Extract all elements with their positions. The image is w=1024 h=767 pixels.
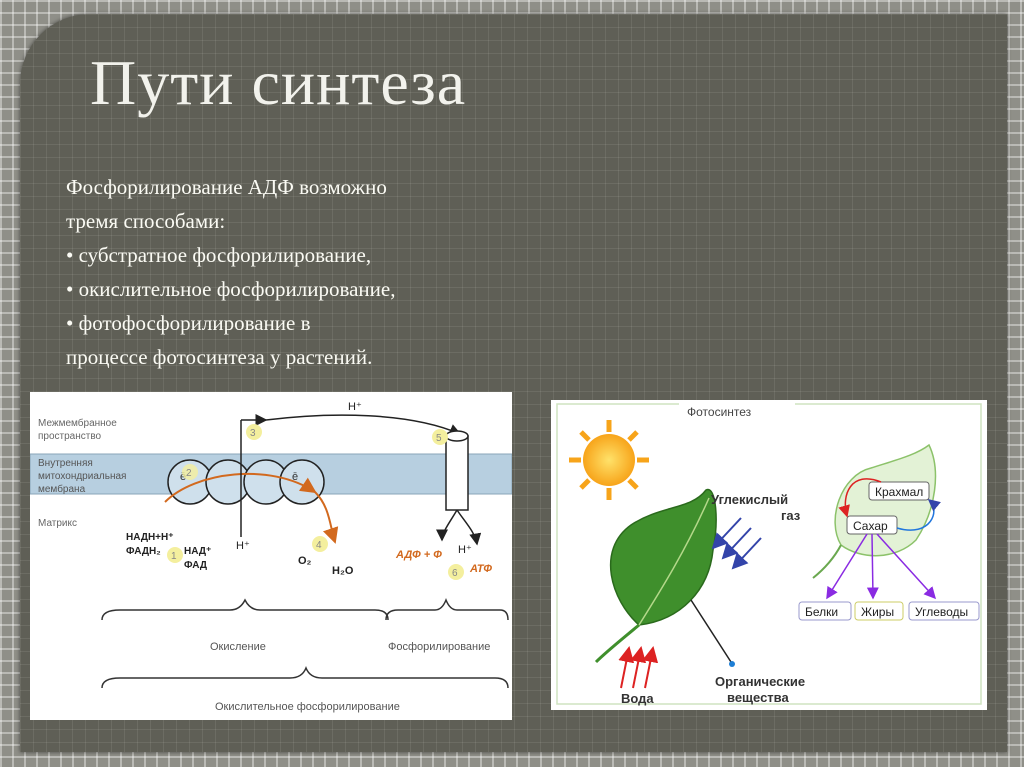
slide-title: Пути синтеза: [90, 47, 467, 118]
inner-membrane-label: Внутренняя: [38, 458, 93, 469]
h-mid-label: H⁺: [236, 540, 250, 552]
step-marker: [432, 429, 448, 445]
organic-dot: [729, 661, 735, 667]
electron-to-oxygen-arrow: [314, 491, 339, 544]
product-arrow: [826, 533, 868, 600]
text-line: • окислительное фосфорилирование,: [66, 277, 396, 301]
step-marker: [312, 536, 328, 552]
atp-synthase-arrow: [456, 509, 482, 546]
adp-label: АДФ + Ф: [395, 549, 442, 561]
carrier-circle: [279, 459, 325, 505]
slide-text: Фосфорилирование АДФ возможно тремя спос…: [66, 170, 395, 374]
text-line: процессе фотосинтеза у растений.: [66, 345, 373, 369]
electron-label: ē: [292, 471, 298, 483]
sugar-label: Сахар: [853, 519, 888, 533]
photosynthesis-svg: Фотосинтез Углекислый газ Вода: [556, 402, 982, 706]
text-line: • фотофосфорилирование в: [66, 311, 311, 335]
oxidation-brace: [101, 598, 389, 621]
atp-synthase-arrow: [436, 509, 458, 542]
step-marker: [182, 464, 198, 480]
oxidative-phosphorylation-brace: [101, 665, 509, 689]
phosphorylation-label: Фосфорилирование: [388, 641, 490, 653]
product-box: [908, 601, 980, 621]
organic-pointer: [690, 599, 732, 663]
step-number: 4: [316, 540, 322, 551]
water-arrow: [618, 646, 635, 689]
electron-flow-arrow: [164, 472, 317, 503]
starch-label: Крахмал: [875, 485, 923, 499]
product-label: Углеводы: [915, 605, 968, 619]
leaf-icon: [594, 489, 717, 664]
co2-arrow: [721, 527, 752, 560]
product-arrow: [876, 533, 937, 600]
co2-arrow: [711, 517, 742, 550]
phosphorylation-brace: [385, 597, 509, 621]
title-backing: [679, 402, 795, 420]
text-line: тремя способами:: [66, 209, 226, 233]
electron-label: ē: [180, 471, 186, 483]
product-arrow: [866, 533, 879, 600]
fad-label: ФАД: [184, 560, 207, 571]
step-number: 2: [186, 468, 192, 479]
co2-arrow: [731, 537, 762, 570]
intermembrane-label: пространство: [38, 431, 102, 442]
water-label: Вода: [621, 691, 654, 706]
organic-label: вещества: [727, 690, 789, 705]
co2-label: Углекислый: [711, 492, 788, 507]
atp-label: АТФ: [469, 563, 492, 575]
step-number: 5: [436, 433, 442, 444]
starch-box: [868, 481, 930, 501]
product-label: Жиры: [861, 605, 894, 619]
proton-return-arrow: [265, 414, 462, 436]
step-number: 6: [452, 568, 458, 579]
text-line: • субстратное фосфорилирование,: [66, 243, 372, 267]
product-label: Белки: [805, 605, 838, 619]
oxidative-phosphorylation-diagram: Межмембранное пространство Внутренняя ми…: [30, 392, 512, 720]
step-marker: [246, 424, 262, 440]
oxidation-label: Окисление: [210, 641, 266, 653]
matrix-label: Матрикс: [38, 518, 77, 529]
text-line: Фосфорилирование АДФ возможно: [66, 175, 387, 199]
sugar-to-starch-arrow: [896, 499, 941, 531]
step-marker: [448, 564, 464, 580]
starch-to-sugar-arrow: [838, 478, 882, 518]
small-leaf-icon: [812, 443, 937, 579]
h2o-label: H₂O: [332, 565, 354, 577]
atp-synthase-top: [445, 430, 469, 442]
photosynthesis-title: Фотосинтез: [687, 405, 752, 419]
organic-label: Органические: [715, 674, 805, 689]
o2-label: O₂: [298, 555, 312, 567]
sun-icon: [569, 420, 649, 500]
water-arrow: [630, 646, 647, 689]
nadh-label: НАДН+Н⁺: [126, 532, 174, 543]
co2-label: газ: [781, 508, 801, 523]
inner-membrane-label: митохондриальная: [38, 471, 126, 482]
photosynthesis-diagram: Фотосинтез Углекислый газ Вода: [551, 400, 987, 710]
oxidative-phosphorylation-svg: Межмембранное пространство Внутренняя ми…: [30, 401, 512, 713]
step-number: 3: [250, 428, 256, 439]
h-right-label: H⁺: [458, 544, 472, 556]
product-box: [854, 601, 904, 621]
water-arrow: [642, 646, 659, 689]
intermembrane-label: Межмембранное: [38, 417, 117, 429]
product-box: [798, 601, 852, 621]
step-number: 1: [171, 551, 177, 562]
nad-label: НАД⁺: [184, 546, 211, 557]
inner-membrane-label: мембрана: [38, 483, 86, 495]
fadh-label: ФАДН₂: [126, 546, 161, 557]
h-top-label: H⁺: [348, 401, 362, 413]
atp-synthase: [445, 435, 469, 511]
step-marker: [167, 547, 183, 563]
oxidative-phosphorylation-label: Окислительное фосфорилирование: [215, 701, 400, 713]
